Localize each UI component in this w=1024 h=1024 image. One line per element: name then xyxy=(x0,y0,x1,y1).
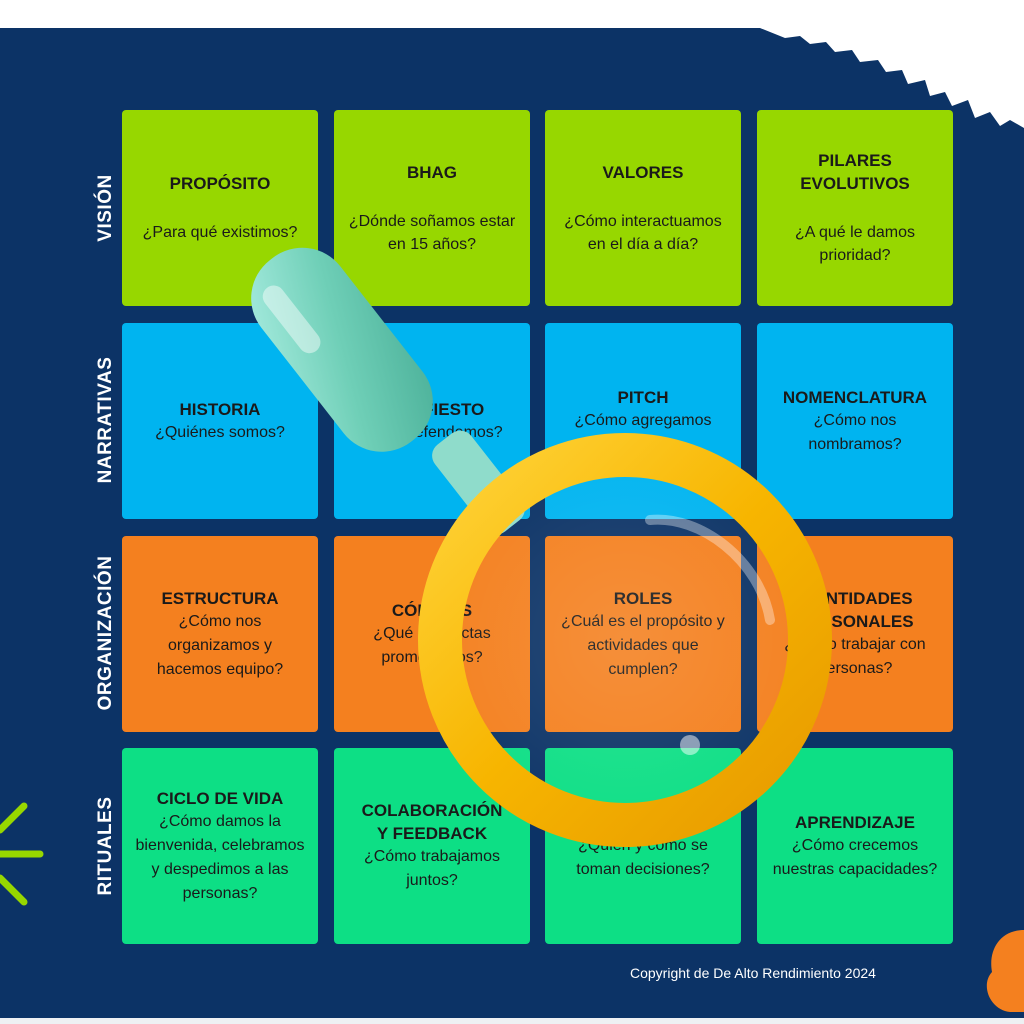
card-question: ¿Dónde soñamos estar en 15 años? xyxy=(348,212,516,253)
card-pitch[interactable]: PITCH ¿Cómo agregamos valor? xyxy=(545,323,741,519)
card-title: PROPÓSITO xyxy=(169,174,271,193)
card-title: NOMENCLATURA xyxy=(782,387,928,407)
card-decisiones[interactable]: DECISIONES ¿Quién y cómo se toman decisi… xyxy=(545,748,741,944)
card-colaboracion-feedback[interactable]: COLABORACIÓN Y FEEDBACK ¿Cómo trabajamos… xyxy=(334,748,530,944)
card-question: ¿Cómo trabajar con personas? xyxy=(784,636,926,677)
card-title: ESTRUCTURA xyxy=(161,588,279,608)
card-title: VALORES xyxy=(602,162,684,182)
card-question: ¿Quién y cómo se toman decisiones? xyxy=(576,836,710,878)
card-pilares-evolutivos[interactable]: PILARES EVOLUTIVOS ¿A qué le damos prior… xyxy=(757,110,953,306)
card-historia[interactable]: HISTORIA ¿Quiénes somos? xyxy=(122,323,318,519)
bottom-strip xyxy=(0,1018,1024,1024)
card-question: ¿A qué le damos prioridad? xyxy=(794,224,916,264)
card-codigos[interactable]: CÓDIGOS ¿Qué conductas promovemos? xyxy=(334,536,530,732)
card-question: ¿Cómo nos nombramos? xyxy=(808,411,902,453)
card-question: ¿Cómo nos organizamos y hacemos equipo? xyxy=(156,612,284,678)
card-question: ¿Cómo interactuamos en el día a día? xyxy=(564,212,722,253)
card-identidades-personales[interactable]: IDENTIDADES PERSONALES ¿Cómo trabajar co… xyxy=(757,536,953,732)
card-question: ¿Cómo trabajamos juntos? xyxy=(363,848,501,889)
card-title: PITCH xyxy=(617,387,669,407)
card-question: ¿Cuál es el propósito y actividades que … xyxy=(561,612,725,678)
card-question: ¿Quiénes somos? xyxy=(155,423,285,441)
copyright-text: Copyright de De Alto Rendimiento 2024 xyxy=(630,965,876,981)
card-manifiesto[interactable]: MANIFIESTO ¿Qué defendemos? xyxy=(334,323,530,519)
card-valores[interactable]: VALORES ¿Cómo interactuamos en el día a … xyxy=(545,110,741,306)
card-question: ¿Cómo crecemos nuestras capacidades? xyxy=(772,836,938,878)
card-title: PILARES EVOLUTIVOS xyxy=(800,151,910,193)
card-title: ROLES xyxy=(613,588,673,608)
card-title: CICLO DE VIDA xyxy=(156,788,284,808)
card-nomenclatura[interactable]: NOMENCLATURA ¿Cómo nos nombramos? xyxy=(757,323,953,519)
card-title: CÓDIGOS xyxy=(391,600,473,620)
card-title: APRENDIZAJE xyxy=(795,812,915,832)
card-question: ¿Qué conductas promovemos? xyxy=(373,624,491,666)
card-question: ¿Cómo damos la bienvenida, celebramos y … xyxy=(135,812,305,902)
card-title: BHAG xyxy=(406,162,458,182)
card-proposito[interactable]: PROPÓSITO ¿Para qué existimos? xyxy=(122,110,318,306)
card-aprendizaje[interactable]: APRENDIZAJE ¿Cómo crecemos nuestras capa… xyxy=(757,748,953,944)
card-bhag[interactable]: BHAG ¿Dónde soñamos estar en 15 años? xyxy=(334,110,530,306)
card-roles[interactable]: ROLES ¿Cuál es el propósito y actividade… xyxy=(545,536,741,732)
card-question: ¿Qué defendemos? xyxy=(361,423,503,441)
card-question: ¿Cómo agregamos valor? xyxy=(574,411,712,453)
card-ciclo-de-vida[interactable]: CICLO DE VIDA ¿Cómo damos la bienvenida,… xyxy=(122,748,318,944)
card-title: COLABORACIÓN Y FEEDBACK xyxy=(361,801,503,843)
card-estructura[interactable]: ESTRUCTURA ¿Cómo nos organizamos y hacem… xyxy=(122,536,318,732)
card-title: DECISIONES xyxy=(590,812,696,832)
card-title: IDENTIDADES PERSONALES xyxy=(796,589,914,631)
card-title: HISTORIA xyxy=(179,399,261,419)
card-question: ¿Para qué existimos? xyxy=(142,224,298,241)
card-title: MANIFIESTO xyxy=(379,399,485,419)
